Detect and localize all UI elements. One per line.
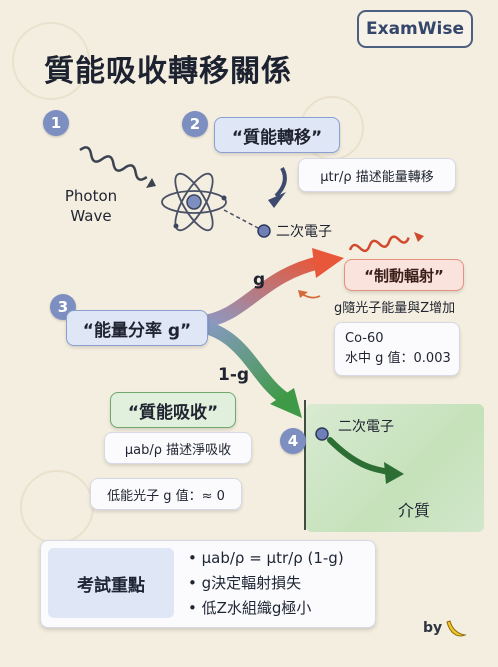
photon-wave-icon xyxy=(79,146,148,181)
banana-icon xyxy=(446,620,467,637)
credit-text: by xyxy=(423,620,443,636)
step-2-badge: 2 xyxy=(182,111,208,137)
transfer-arrow xyxy=(274,167,287,198)
exam-points-list: μab/ρ = μtr/ρ (1-g) g決定輻射損失 低Z水組織g極小 xyxy=(188,546,344,621)
energy-absorption-desc: μab/ρ 描述淨吸收 xyxy=(104,432,252,464)
secondary-electron-label-2: 二次電子 xyxy=(338,419,394,435)
bremsstrahlung-wave-icon xyxy=(348,235,410,253)
electron-1-icon xyxy=(257,224,271,238)
emission-line xyxy=(223,209,259,229)
co60-card: Co-60 水中 g 值：0.003 xyxy=(334,322,460,376)
exam-point: 低Z水組織g極小 xyxy=(188,596,344,621)
co60-value: 水中 g 值：0.003 xyxy=(345,351,451,366)
energy-fraction-card: “能量分率 g” xyxy=(66,310,208,346)
energy-absorption-card: “質能吸收” xyxy=(110,392,236,428)
energy-transfer-desc: μtr/ρ 描述能量轉移 xyxy=(298,158,456,192)
brand-logo: ExamWise xyxy=(357,10,473,48)
g-label: g xyxy=(253,270,266,290)
secondary-electron-label-1: 二次電子 xyxy=(276,224,332,240)
stain xyxy=(12,22,90,100)
red-branch-arrow xyxy=(193,255,329,329)
page-title: 質能吸收轉移關係 xyxy=(44,54,292,89)
step-4-badge: 4 xyxy=(280,428,306,454)
exam-point: g決定輻射損失 xyxy=(188,571,344,596)
medium-label: 介質 xyxy=(398,501,431,520)
photon-label: Photon Wave xyxy=(64,187,118,225)
electron-track xyxy=(327,437,393,475)
exam-points-label: 考試重點 xyxy=(48,548,174,618)
note-arrow xyxy=(301,293,321,299)
step-1-badge: 1 xyxy=(43,110,69,136)
low-energy-card: 低能光子 g 值：≈ 0 xyxy=(90,478,242,510)
co60-title: Co-60 xyxy=(345,331,384,346)
bremsstrahlung-note: g隨光子能量與Z增加 xyxy=(334,301,456,316)
electron-2-icon xyxy=(315,427,329,441)
green-branch-arrow xyxy=(193,319,291,405)
medium-region xyxy=(306,404,484,532)
atom-icon xyxy=(161,172,227,232)
exam-point: μab/ρ = μtr/ρ (1-g) xyxy=(188,546,344,571)
photon-arrowhead xyxy=(146,178,156,188)
bremsstrahlung-card: “制動輻射” xyxy=(344,259,464,291)
one-minus-g-label: 1-g xyxy=(218,365,250,385)
energy-transfer-card: “質能轉移” xyxy=(214,117,340,153)
